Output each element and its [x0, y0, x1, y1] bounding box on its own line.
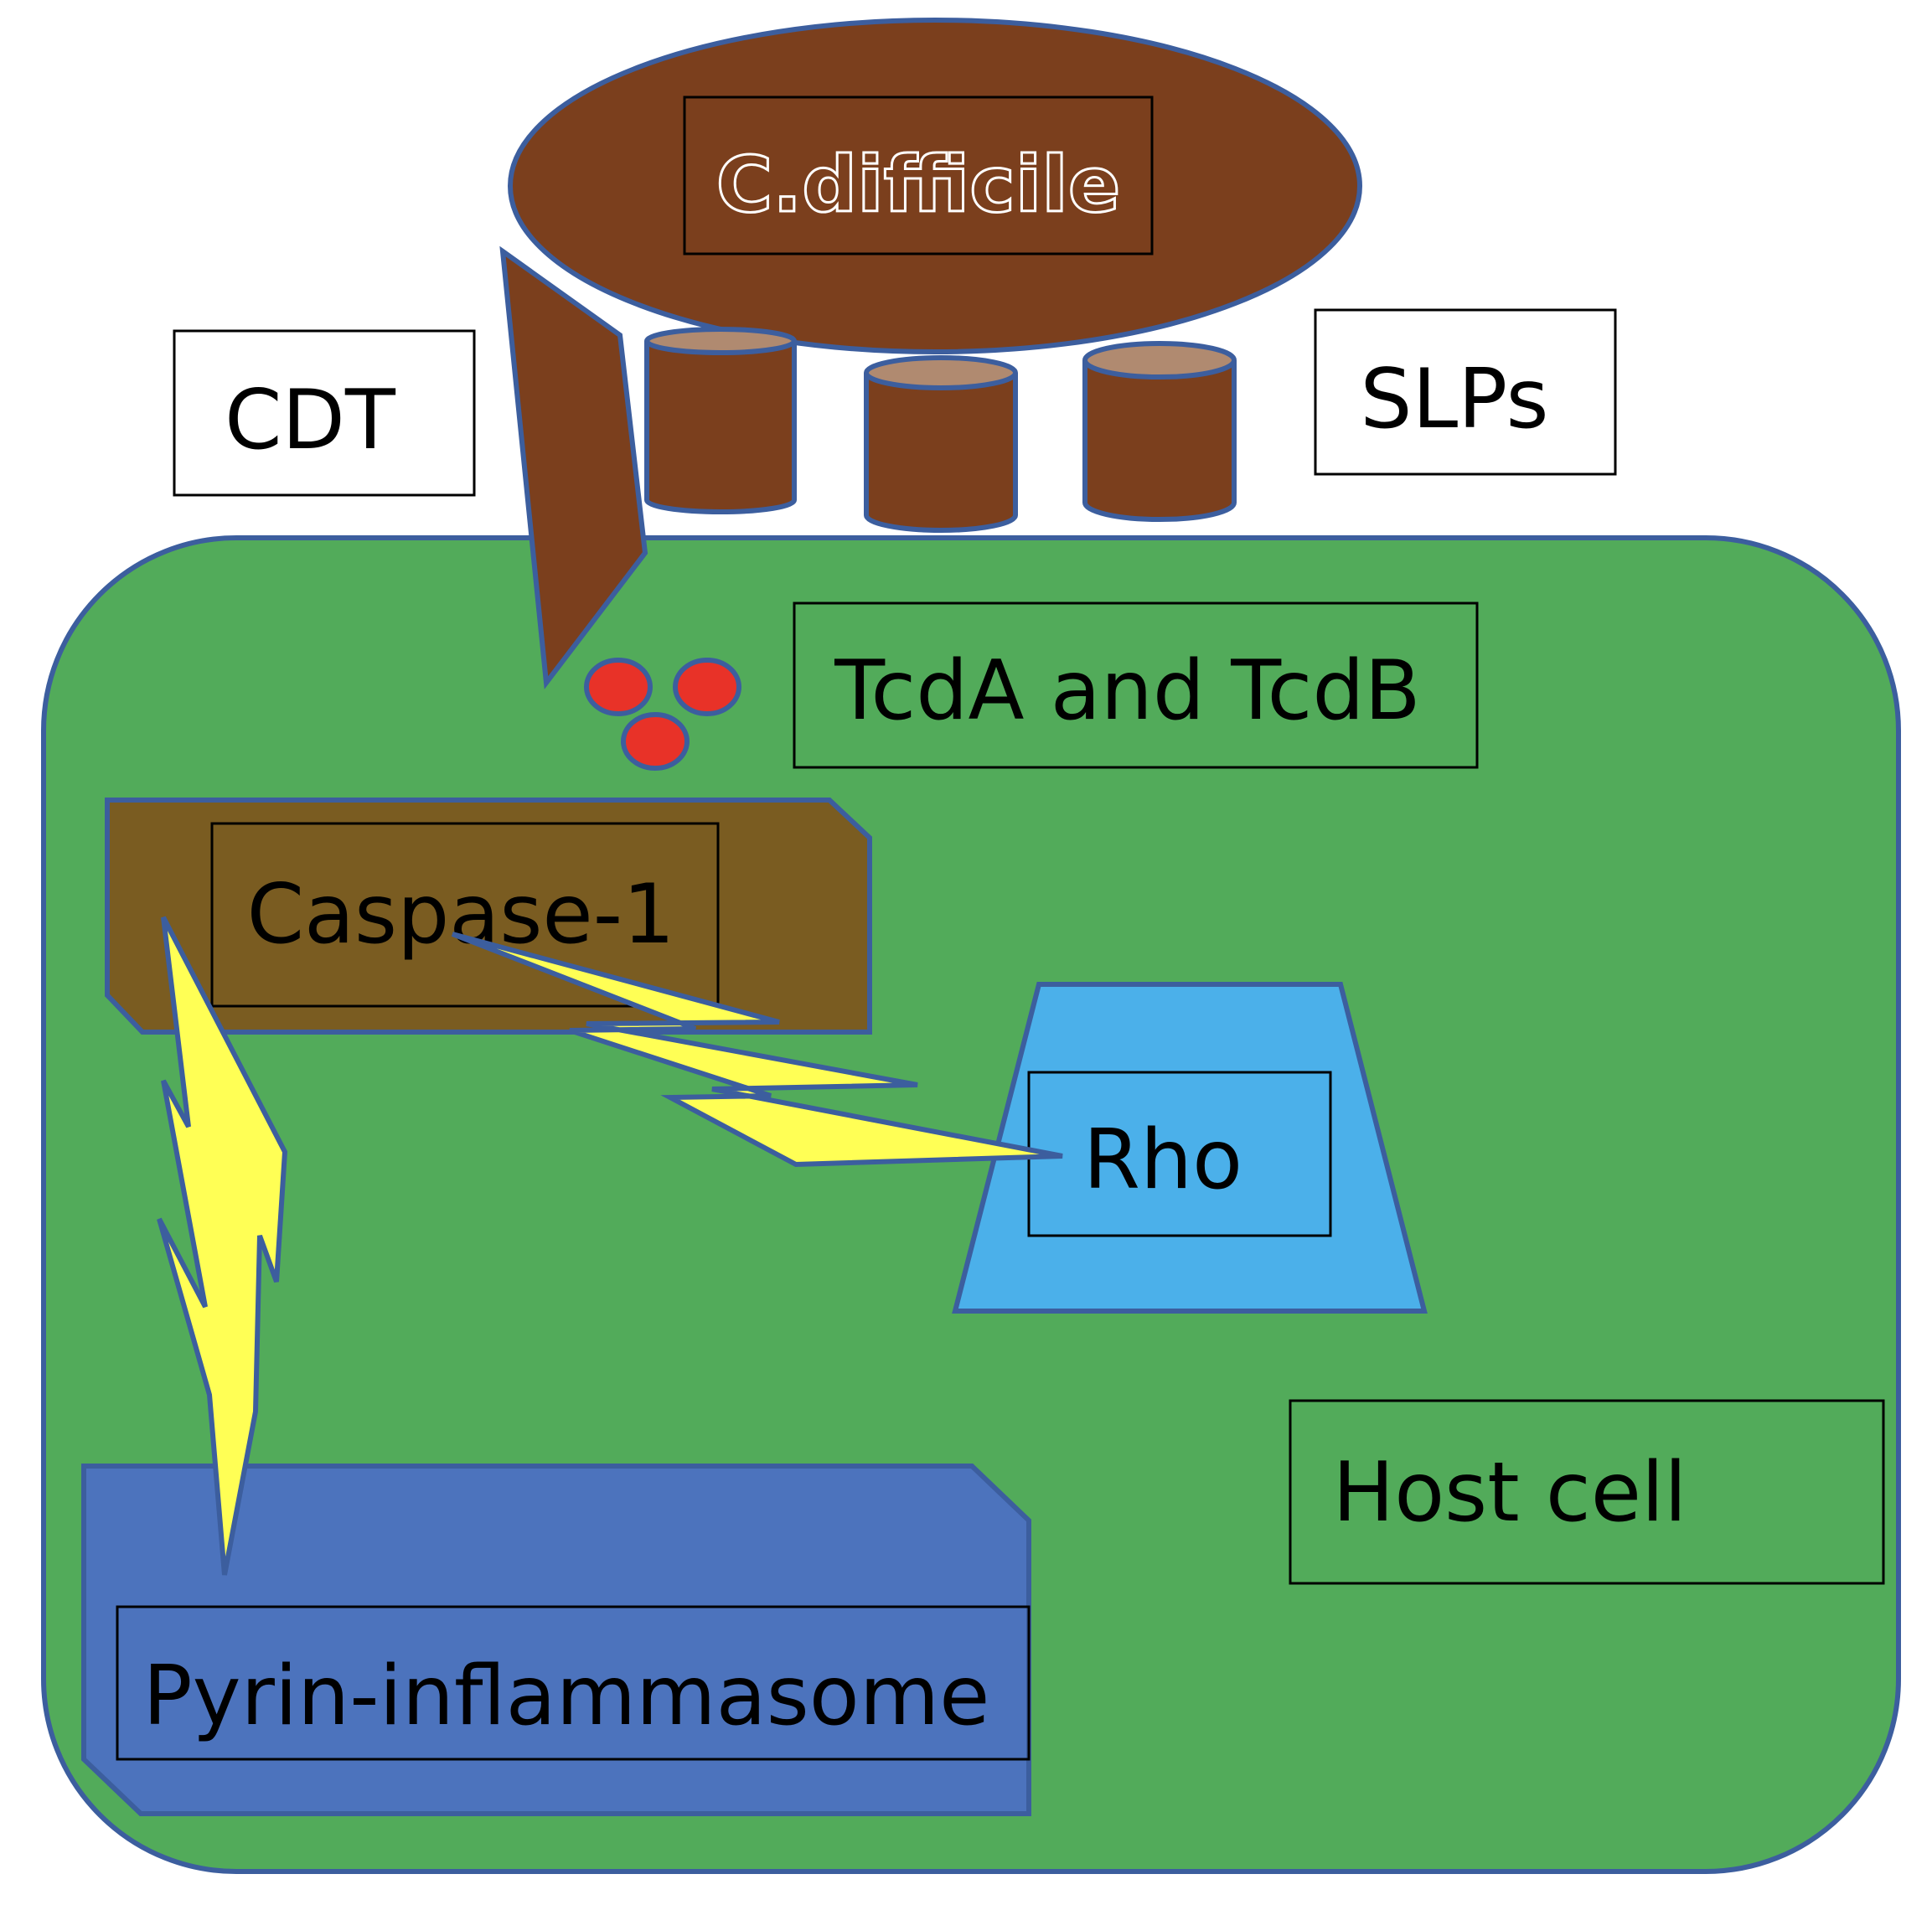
- slps-label-box: [1314, 308, 1617, 476]
- toxins-label: TcdA and TcdB: [834, 643, 1421, 739]
- lightning-bolt-icon: [157, 916, 288, 1576]
- pyrin-label-box: [116, 1605, 1031, 1761]
- slp-cylinder-icon: [644, 327, 797, 514]
- rho-trapezoid-icon: [952, 982, 1428, 1314]
- cdt-toxin-shape-icon: [499, 245, 648, 689]
- slp-cylinder-icon: [1082, 341, 1237, 522]
- cdt-label-box: [173, 329, 476, 497]
- toxins-label-box: [793, 601, 1479, 769]
- caspase-label-box: [210, 822, 720, 1008]
- toxin-dot-icon: [621, 712, 690, 771]
- toxin-dot-icon: [673, 658, 741, 716]
- slp-cylinder-icon: [864, 355, 1018, 533]
- caspase-shape: [105, 798, 872, 1035]
- pyrin-label: Pyrin-inflammasome: [143, 1649, 990, 1744]
- host-label-box: [1289, 1399, 1885, 1585]
- cdt-label: CDT: [225, 373, 396, 468]
- lightning-bolt-icon: [451, 932, 1063, 1168]
- bacterium-label: C.difficile: [716, 140, 1120, 230]
- bacterium-ellipse-icon: [508, 18, 1362, 354]
- toxin-dots: [584, 658, 741, 771]
- toxin-dot-icon: [584, 658, 653, 716]
- caspase-label: Caspase-1: [247, 867, 675, 963]
- bacterium-label-box: [683, 96, 1154, 256]
- host-label: Host cell: [1333, 1445, 1687, 1541]
- rho-label: Rho: [1083, 1113, 1242, 1208]
- slps-label: SLPs: [1360, 352, 1548, 447]
- pyrin-shape: [81, 1464, 1031, 1816]
